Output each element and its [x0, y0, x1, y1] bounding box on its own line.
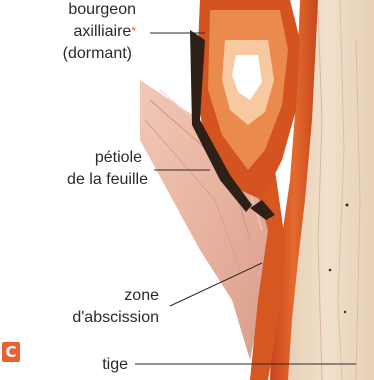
- panel-letter-badge: C: [2, 342, 20, 362]
- label-petiole-line2: de la feuille: [67, 170, 148, 189]
- label-petiole-line1: pétiole: [95, 148, 142, 167]
- label-bud-line2: axilliaire*: [74, 22, 136, 41]
- label-bud-line3: (dormant): [63, 44, 132, 63]
- label-abscission-line1: zone: [124, 286, 159, 305]
- label-stem: tige: [102, 355, 128, 374]
- label-bud-text: axilliaire: [74, 23, 132, 40]
- label-bud-line1: bourgeon: [68, 0, 136, 19]
- label-bud-asterisk: *: [131, 24, 136, 38]
- label-abscission-line2: d'abscission: [72, 308, 159, 327]
